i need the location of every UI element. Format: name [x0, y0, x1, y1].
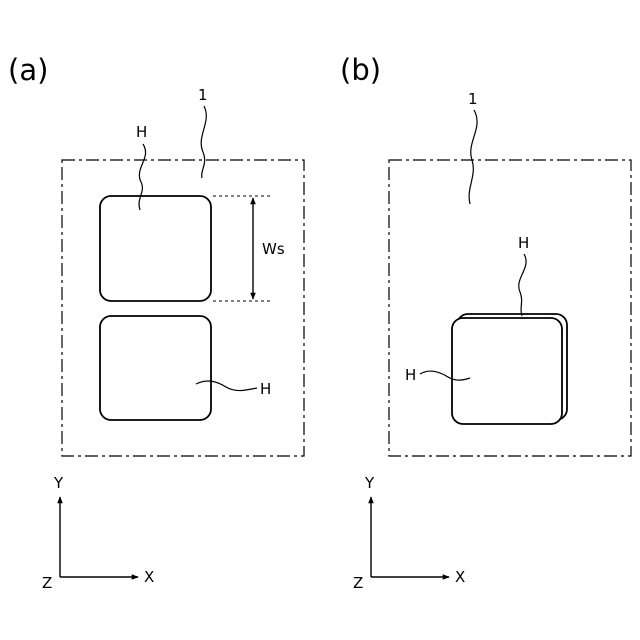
panel-a-frame-label: 1 [198, 86, 208, 104]
panel-a-holder-upper [100, 196, 211, 301]
panel-b-label: (b) [340, 53, 381, 87]
panel-b-holder-back-label: H [518, 234, 529, 252]
panel-a-label: (a) [8, 53, 48, 87]
panel-a-dim-label: Ws [262, 240, 285, 258]
panel-b: (b) 1 H H Y X Z [340, 53, 631, 592]
panel-a-holder-lower-label: H [260, 380, 271, 398]
panel-a: (a) 1 H H Ws Y X Z [8, 53, 304, 592]
panel-b-axis-y-label: Y [364, 474, 375, 492]
panel-a-frame-leader [201, 106, 206, 178]
panel-a-axis-z-label: Z [42, 574, 52, 592]
panel-b-holder-front [452, 318, 562, 424]
panel-a-holder-upper-label: H [136, 123, 147, 141]
panel-b-holder-front-label: H [405, 366, 416, 384]
panel-a-holder-lower [100, 316, 211, 420]
panel-b-axis-z-label: Z [353, 574, 363, 592]
panel-b-axis-x-label: X [455, 568, 465, 586]
panel-b-holder-back-leader [519, 254, 526, 316]
panel-a-axis-x-label: X [144, 568, 154, 586]
panel-a-axis-y-label: Y [53, 474, 64, 492]
panel-b-frame-label: 1 [468, 90, 478, 108]
panel-b-frame-leader [469, 110, 477, 204]
